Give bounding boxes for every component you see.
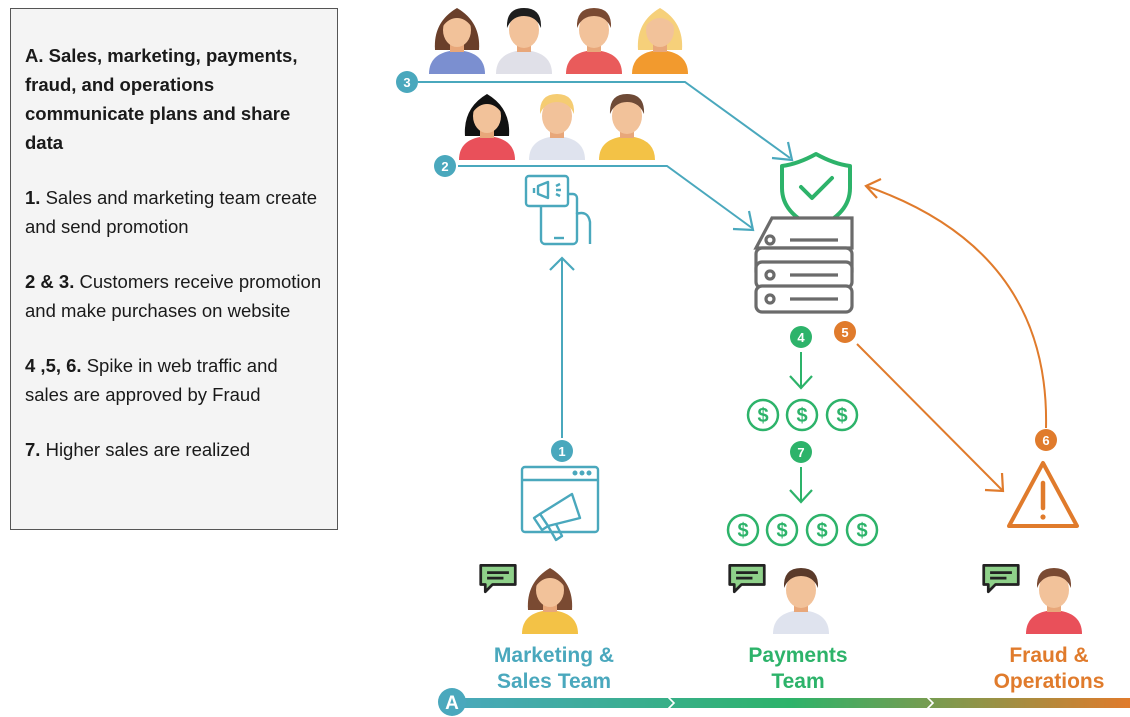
step-badge-2-label: 2 — [441, 159, 448, 174]
legend-item: 4 ,5, 6. Spike in web traffic and sales … — [25, 351, 323, 409]
step-badge-a-label: A — [445, 693, 459, 714]
dollar-coin-icon: $ — [765, 513, 799, 547]
legend-item: 1. Sales and marketing team create and s… — [25, 183, 323, 241]
step-badge-5: 5 — [834, 321, 856, 343]
chat-icon — [479, 563, 517, 594]
dollar-sign: $ — [737, 520, 748, 542]
step-badge-1: 1 — [551, 440, 573, 462]
customer-avatar — [632, 8, 688, 74]
chat-icon — [982, 563, 1020, 594]
legend-item-number: 2 & 3. — [25, 271, 75, 292]
fraud-team-member — [982, 563, 1082, 634]
warning-triangle-icon — [1007, 461, 1079, 528]
marketing-team-label: Sales Team — [497, 670, 611, 693]
payments-team-label: Payments — [748, 644, 847, 667]
step-badge-6-label: 6 — [1042, 433, 1049, 448]
dollar-sign: $ — [796, 405, 807, 427]
step-badge-5-label: 5 — [841, 325, 848, 340]
chat-icon — [728, 563, 766, 594]
legend-item-number: 4 ,5, 6. — [25, 355, 82, 376]
dollar-sign: $ — [776, 520, 787, 542]
flow-line-2 — [458, 165, 755, 232]
dollar-sign: $ — [856, 520, 867, 542]
flow-line-5 — [856, 343, 1005, 493]
step-badge-a — [438, 688, 466, 716]
legend-item-text: Sales and marketing team create and send… — [25, 187, 318, 237]
step-badge-7-label: 7 — [797, 445, 804, 460]
customer-avatar — [496, 8, 552, 74]
dollar-sign: $ — [816, 520, 827, 542]
legend-item: 7. Higher sales are realized — [25, 435, 323, 464]
customer-avatar — [459, 94, 515, 160]
legend-item-text: Customers receive promotion and make pur… — [25, 271, 322, 321]
communication-timeline-bar: A — [438, 688, 1130, 716]
step-badge-4: 4 — [790, 326, 812, 348]
marketing-team-member — [479, 563, 578, 634]
flow-line-6 — [864, 178, 1048, 429]
legend-heading: A. Sales, marketing, payments, fraud, an… — [25, 45, 298, 153]
dollar-coin-icon: $ — [785, 398, 819, 432]
step-badge-1-label: 1 — [558, 444, 565, 459]
legend-item-text: Higher sales are realized — [40, 439, 251, 460]
team-member-avatar — [1026, 568, 1082, 634]
dollar-coin-icon: $ — [726, 513, 760, 547]
legend-item-number: 7. — [25, 439, 41, 460]
dollar-coins-row-2: $ $ $ $ — [726, 513, 879, 547]
customers-top-row — [429, 8, 688, 74]
legend-item-number: 1. — [25, 187, 41, 208]
dollar-coins-row-1: $ $ $ — [746, 398, 859, 432]
fraud-team-label: Operations — [994, 670, 1105, 693]
customer-avatar — [599, 94, 655, 160]
dollar-coin-icon: $ — [845, 513, 879, 547]
payments-team-member — [728, 563, 829, 634]
web-server-icon — [753, 216, 854, 314]
legend-box: A. Sales, marketing, payments, fraud, an… — [10, 8, 338, 530]
step-badge-4-label: 4 — [797, 330, 805, 345]
customer-avatar — [529, 94, 585, 160]
marketing-team-label: Marketing & — [494, 644, 614, 667]
customers-second-row — [459, 94, 655, 160]
team-member-avatar — [773, 568, 829, 634]
dollar-coin-icon: $ — [805, 513, 839, 547]
step-badge-2: 2 — [434, 155, 456, 177]
dollar-coin-icon: $ — [825, 398, 859, 432]
dollar-sign: $ — [757, 405, 768, 427]
flow-line-4 — [789, 352, 813, 390]
flow-line-7 — [789, 467, 813, 504]
payments-team-label: Team — [771, 670, 824, 693]
promotion-phone-icon — [524, 174, 592, 246]
step-badge-6: 6 — [1035, 429, 1057, 451]
step-badge-7: 7 — [790, 441, 812, 463]
flow-line-1 — [549, 256, 575, 438]
customer-avatar — [566, 8, 622, 74]
step-badge-3: 3 — [396, 71, 418, 93]
step-badge-3-label: 3 — [403, 75, 410, 90]
flow-line-3 — [418, 81, 794, 162]
fraud-team-label: Fraud & — [1009, 644, 1088, 667]
team-member-avatar — [522, 568, 578, 634]
marketing-window-icon — [520, 465, 600, 542]
customer-avatar — [429, 8, 485, 74]
legend-item-text: Spike in web traffic and sales are appro… — [25, 355, 278, 405]
dollar-sign: $ — [836, 405, 847, 427]
dollar-coin-icon: $ — [746, 398, 780, 432]
legend-item: 2 & 3. Customers receive promotion and m… — [25, 267, 323, 325]
